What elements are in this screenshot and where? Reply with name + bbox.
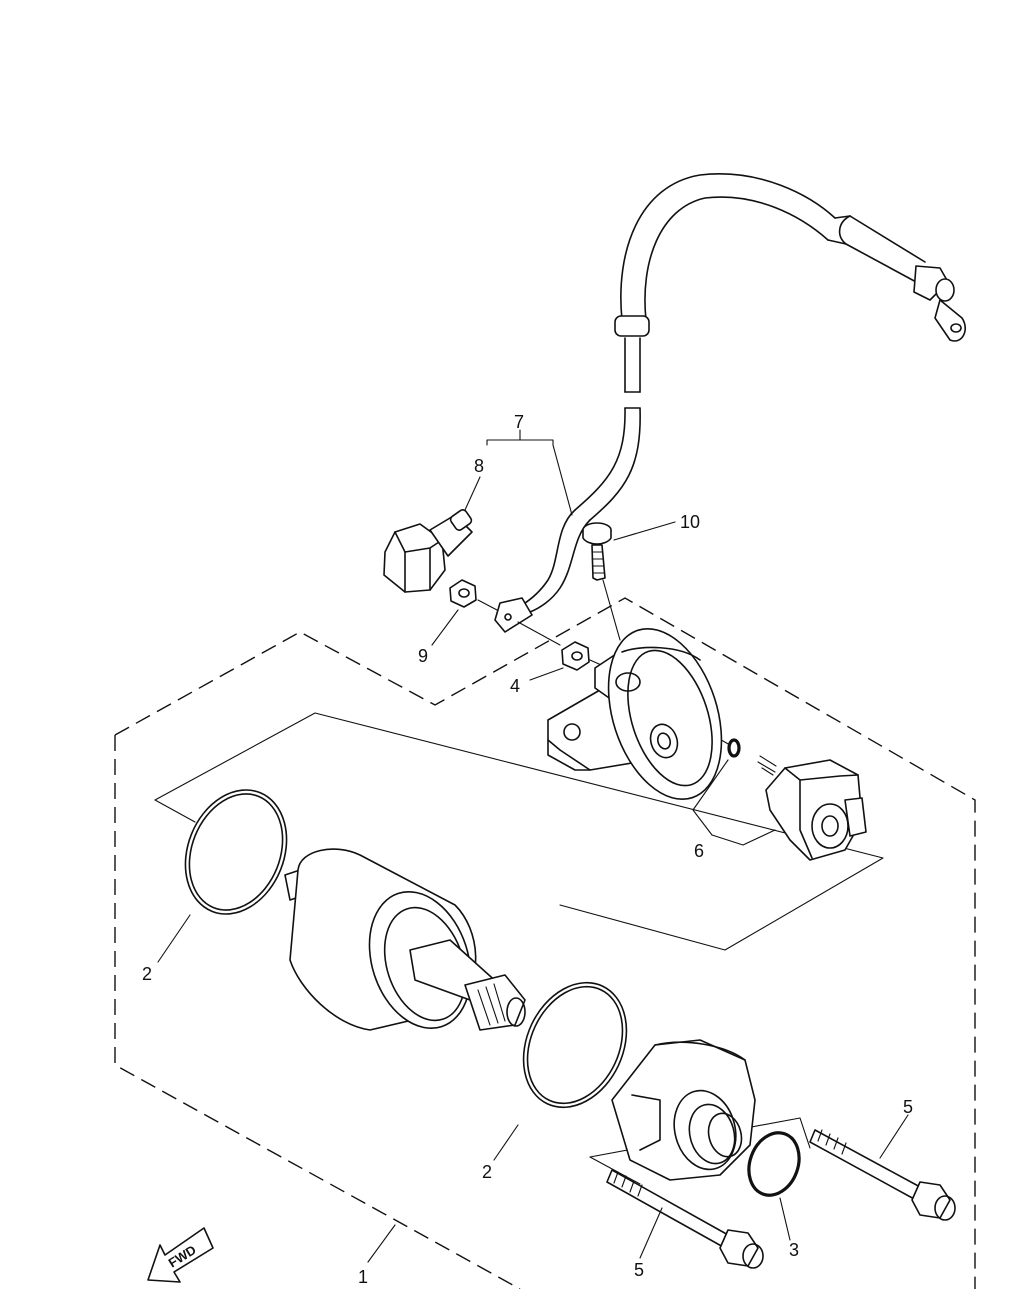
front-cover [611, 1039, 756, 1181]
callout-7: 7 [514, 412, 524, 432]
assembly-boundary [114, 597, 976, 1289]
o-ring-part-3 [747, 1131, 801, 1197]
callout-2-lower: 2 [482, 1162, 492, 1182]
callout-10: 10 [680, 512, 700, 532]
bolt-part-10 [582, 522, 612, 581]
callout-3: 3 [789, 1240, 799, 1260]
motor-yoke-armature [284, 848, 526, 1031]
callout-9: 9 [418, 646, 428, 666]
o-ring-large-upper [184, 789, 288, 915]
battery-cable [494, 173, 966, 633]
callout-1: 1 [358, 1267, 368, 1287]
callout-4: 4 [510, 676, 520, 696]
leader-lines [157, 429, 909, 1263]
callout-5-lower: 5 [634, 1260, 644, 1280]
rear-cover-housing [547, 627, 723, 801]
nut-part-9 [449, 579, 477, 608]
internal-parts-plane [154, 712, 884, 951]
forward-arrow-icon: FWD [147, 1227, 214, 1283]
callout-8: 8 [474, 456, 484, 476]
callout-6: 6 [694, 841, 704, 861]
brush-holder-assembly [757, 755, 867, 861]
through-bolt-upper [809, 1129, 956, 1221]
callout-labels: 1 2 2 3 4 5 5 6 7 8 9 10 [142, 412, 913, 1287]
o-ring-large-lower [522, 981, 628, 1109]
through-bolt-lower [606, 1169, 764, 1269]
callout-5-upper: 5 [903, 1097, 913, 1117]
terminal-cap [383, 509, 473, 593]
callout-2-upper: 2 [142, 964, 152, 984]
small-o-ring [727, 738, 741, 758]
nut-part-4 [561, 641, 590, 671]
